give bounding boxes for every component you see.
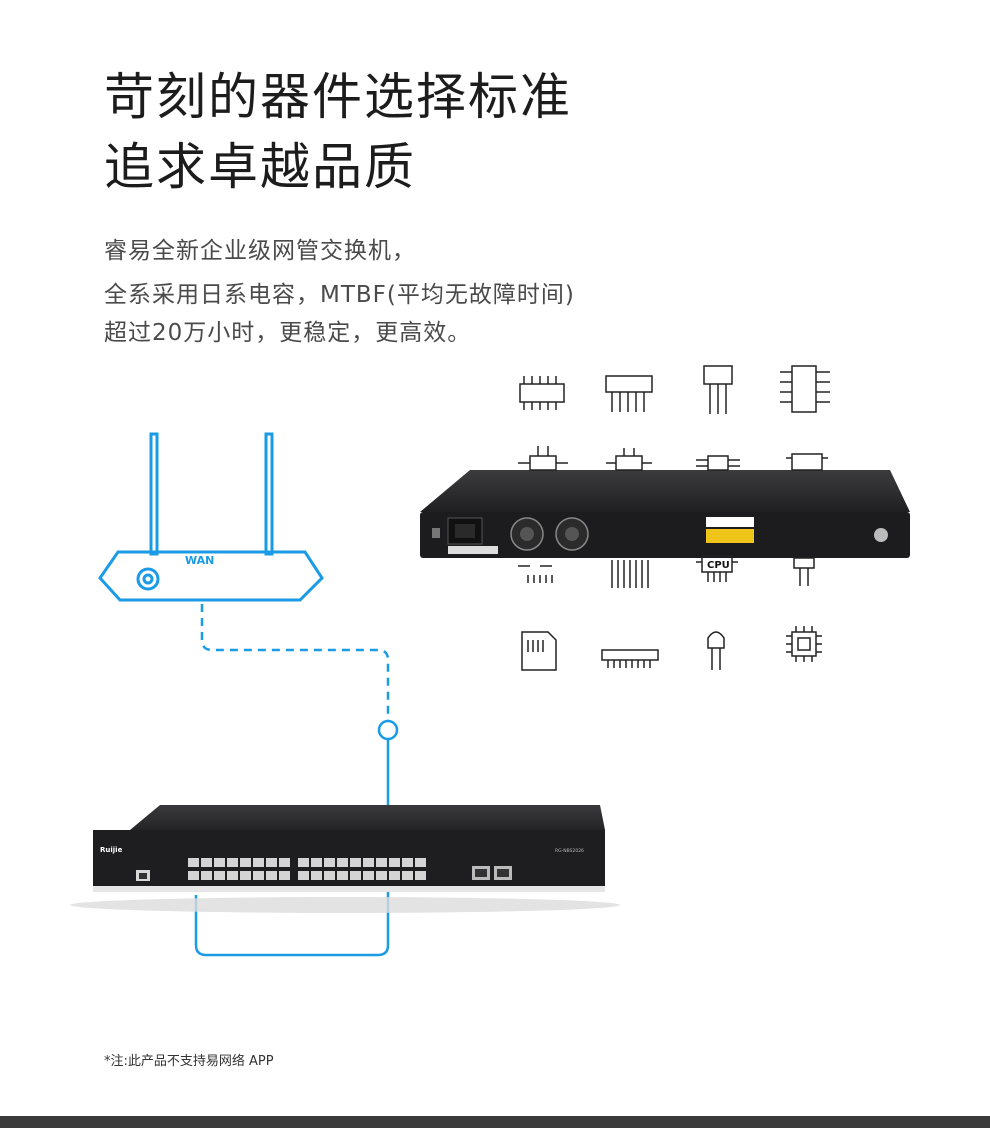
router-power-icon	[136, 567, 160, 591]
ethernet-port	[376, 858, 387, 867]
ethernet-port	[266, 858, 277, 867]
ethernet-port	[402, 858, 413, 867]
ethernet-port	[253, 871, 264, 880]
ethernet-port	[389, 871, 400, 880]
ethernet-port	[227, 871, 238, 880]
ethernet-port	[240, 858, 251, 867]
ethernet-port	[214, 871, 225, 880]
dashed-cable	[200, 604, 390, 720]
ethernet-port	[266, 871, 277, 880]
ethernet-port	[415, 858, 426, 867]
pin-header-icon	[601, 649, 659, 668]
ethernet-port	[350, 858, 361, 867]
ethernet-port	[363, 871, 374, 880]
router-illustration	[98, 432, 324, 602]
switch-front: Ruijie RG-NBS2026	[70, 805, 620, 913]
body-line-1: 睿易全新企业级网管交换机，	[104, 238, 416, 264]
ethernet-port	[389, 858, 400, 867]
switch-back-panel	[420, 470, 910, 558]
ethernet-port	[350, 871, 361, 880]
ethernet-port	[311, 871, 322, 880]
body-line-2: 全系采用日系电容，MTBF(平均无故障时间)	[104, 282, 575, 308]
router-body	[98, 550, 324, 602]
router-wan-label: WAN	[185, 554, 214, 567]
headline-line-1: 苛刻的器件选择标准	[104, 68, 572, 126]
switch-model-label: RG-NBS2026	[555, 848, 584, 854]
ethernet-port	[324, 858, 335, 867]
capacitor-leads-icon	[793, 557, 815, 586]
ethernet-port	[337, 858, 348, 867]
qfp-chip-icon-top	[786, 453, 828, 471]
ethernet-port	[376, 871, 387, 880]
ethernet-port	[188, 871, 199, 880]
ethernet-port	[311, 858, 322, 867]
headline-line-2: 追求卓越品质	[104, 138, 416, 196]
cpu-chip-label: CPU	[707, 560, 730, 571]
cpu-chip-icon	[696, 555, 738, 582]
solid-cable	[194, 739, 390, 957]
transistor-icon	[703, 365, 733, 414]
ethernet-port	[201, 871, 212, 880]
sip-resistor-icon	[605, 375, 653, 412]
led-diode-icon	[707, 631, 725, 670]
ethernet-port	[201, 858, 212, 867]
router-antenna-left	[149, 432, 159, 556]
footnote: *注:此产品不支持易网络 APP	[104, 1054, 274, 1069]
ethernet-port	[402, 871, 413, 880]
router-antenna-right	[264, 432, 274, 556]
smd-component-icon-b	[606, 448, 652, 471]
body-line-3: 超过20万小时，更稳定，更高效。	[104, 320, 472, 346]
sd-card-icon	[521, 631, 557, 671]
soic-chip-icon	[780, 365, 830, 413]
smd-component-icon-d	[518, 565, 553, 583]
ethernet-port	[324, 871, 335, 880]
ethernet-port	[279, 871, 290, 880]
dip-chip-icon	[519, 376, 565, 410]
ethernet-port	[253, 858, 264, 867]
connector-pins-icon	[611, 560, 649, 588]
ethernet-port	[279, 858, 290, 867]
qfp-processor-icon	[786, 626, 822, 662]
ethernet-port	[337, 871, 348, 880]
ethernet-port	[188, 858, 199, 867]
cable-connector-icon	[377, 719, 399, 741]
smd-component-icon-a	[518, 446, 568, 471]
ethernet-port	[363, 858, 374, 867]
smd-component-icon-c	[696, 455, 740, 471]
switch-port-grid	[188, 858, 426, 880]
ethernet-port	[298, 871, 309, 880]
ethernet-port	[240, 871, 251, 880]
ethernet-port	[415, 871, 426, 880]
bottom-bar	[0, 1116, 990, 1128]
ethernet-port	[298, 858, 309, 867]
ethernet-port	[227, 858, 238, 867]
ethernet-port	[214, 858, 225, 867]
switch-brand-label: Ruijie	[100, 846, 123, 854]
